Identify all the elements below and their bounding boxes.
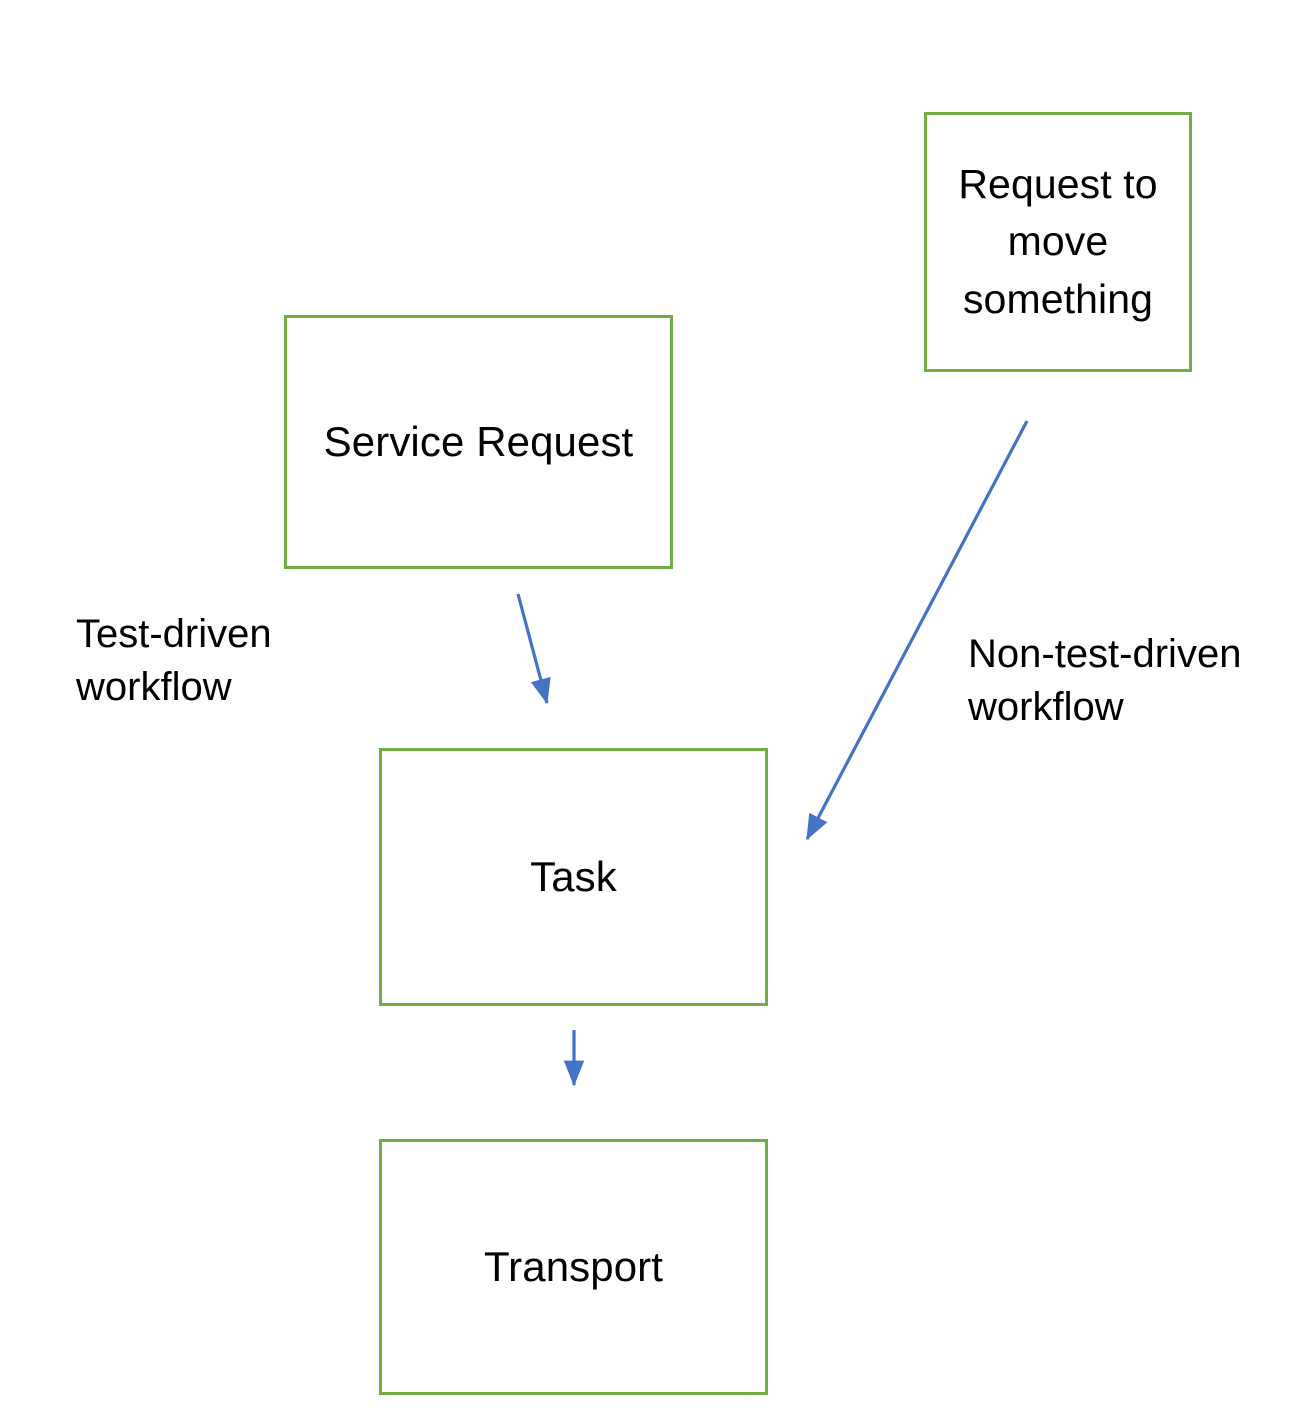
node-label-task: Task — [530, 853, 617, 901]
edge-service-request-to-task — [516, 593, 551, 705]
node-request-to-move-something[interactable]: Request to move something — [924, 112, 1192, 372]
node-transport[interactable]: Transport — [379, 1139, 768, 1395]
node-label-transport: Transport — [483, 1243, 664, 1291]
annotation-test-driven-workflow: Test-driven workflow — [76, 612, 272, 709]
node-task[interactable]: Task — [379, 748, 768, 1006]
node-label-service-request: Service Request — [323, 418, 634, 466]
annotation-non-test-driven-workflow: Non-test-driven workflow — [968, 632, 1242, 729]
node-label-request-to-move-something: Request to move something — [958, 160, 1158, 322]
node-service-request[interactable]: Service Request — [284, 315, 673, 569]
